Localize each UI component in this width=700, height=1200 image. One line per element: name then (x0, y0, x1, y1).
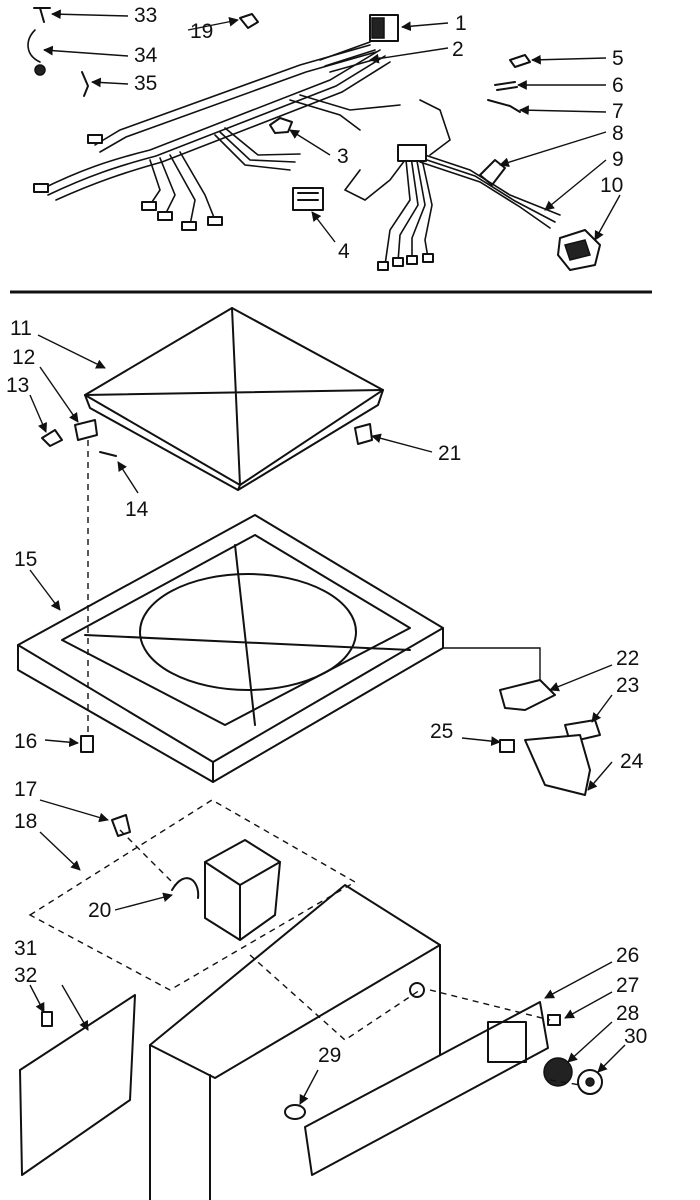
part-14-pin (99, 451, 117, 457)
part-28-dial (543, 1057, 573, 1087)
callout-12: 12 (12, 346, 35, 369)
callout-34: 34 (134, 44, 158, 67)
callout-6: 6 (612, 74, 624, 97)
part-10-connector-housing (557, 229, 601, 271)
callout-14: 14 (125, 498, 149, 521)
callout-labels: 1 2 3 4 5 6 7 8 9 10 11 12 13 14 15 16 1… (6, 4, 647, 1067)
part-1-connector-block (369, 14, 399, 42)
callout-22: 22 (616, 647, 639, 670)
callout-13: 13 (6, 374, 29, 397)
terminal-connectors-left (33, 134, 434, 271)
part-12-13-hinge (41, 419, 98, 447)
part-29-button (284, 1104, 306, 1120)
callout-26: 26 (616, 944, 639, 967)
part-32-clip (41, 1011, 53, 1027)
part-20-timer (171, 839, 281, 941)
part-3-wire-clip (269, 117, 293, 134)
callout-27: 27 (616, 974, 639, 997)
part-26-console-panel (304, 1001, 549, 1176)
callout-7: 7 (612, 100, 624, 123)
callout-28: 28 (616, 1002, 639, 1025)
parts-5-6-7-small-terminals (487, 54, 531, 113)
callout-25: 25 (430, 720, 453, 743)
part-17-screw (111, 814, 131, 837)
part-22-switch (499, 679, 556, 711)
part-25-screw (499, 739, 515, 753)
callout-17: 17 (14, 778, 37, 801)
part-19-clip (239, 13, 259, 29)
parts-33-34-35-ground-wire (27, 7, 89, 97)
callout-31: 31 (14, 937, 37, 960)
callout-21: 21 (438, 442, 461, 465)
callout-4: 4 (338, 240, 350, 263)
callout-10: 10 (600, 174, 623, 197)
callout-29: 29 (318, 1044, 341, 1067)
part-8-clip (479, 159, 506, 186)
callout-1: 1 (455, 12, 467, 35)
part-16-screw (80, 735, 94, 753)
part-24-bracket (524, 734, 591, 796)
part-18-mounting-plate (28, 799, 357, 991)
callout-18: 18 (14, 810, 37, 833)
callout-23: 23 (616, 674, 639, 697)
callout-5: 5 (612, 47, 624, 70)
callout-20: 20 (88, 899, 111, 922)
alignment-lines (87, 440, 581, 1086)
cabinet (149, 884, 441, 1200)
callout-16: 16 (14, 730, 37, 753)
part-21-bumper (354, 423, 373, 445)
part-30-knob (577, 1069, 603, 1095)
callout-8: 8 (612, 122, 624, 145)
callout-19: 19 (190, 20, 213, 43)
leader-lines (29, 9, 626, 1105)
wiring-harness (39, 44, 561, 266)
callout-24: 24 (620, 750, 644, 773)
callout-11: 11 (10, 317, 32, 340)
callout-30: 30 (624, 1025, 647, 1048)
part-31-back-panel (19, 994, 136, 1176)
callout-2: 2 (452, 38, 464, 61)
part-11-top-lid (84, 307, 384, 491)
callout-15: 15 (14, 548, 37, 571)
part-4-terminal-block (292, 187, 324, 211)
callout-32: 32 (14, 964, 37, 987)
callout-33: 33 (134, 4, 157, 27)
callout-9: 9 (612, 148, 624, 171)
callout-35: 35 (134, 72, 157, 95)
callout-3: 3 (337, 145, 349, 168)
